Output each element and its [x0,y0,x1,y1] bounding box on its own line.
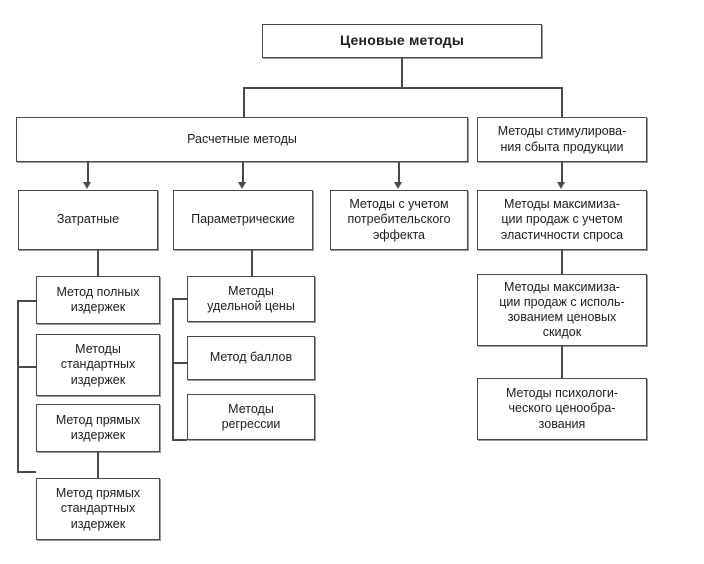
edge-cost-bracket-to-standard-costs [17,366,36,368]
edge-promo-to-max-elasticity [561,162,563,183]
node-promo-methods: Методы стимулирова- ния сбыта продукции [477,117,647,162]
edge-max-discounts-to-psychological [561,346,563,378]
node-psychological: Методы психологи- ческого ценообра- зова… [477,378,647,440]
node-regression: Методы регрессии [187,394,315,440]
node-standard-costs: Методы стандартных издержек [36,334,160,396]
edge-parametric-bracket-to-regression [172,439,187,441]
node-direct-costs: Метод прямых издержек [36,404,160,452]
edge-direct-to-direct-standard [97,452,99,478]
arrow-calc-to-cost [83,182,91,189]
edge-cost-bracket-to-full-costs [17,300,36,302]
edge-cost-stem [97,250,99,276]
edge-cost-bracket-to-direct-costs [17,471,36,473]
node-calc-methods: Расчетные методы [16,117,468,162]
node-root: Ценовые методы [262,24,542,58]
node-unit-price: Методы удельной цены [187,276,315,322]
edge-parametric-bracket-spine [172,298,174,440]
arrow-calc-to-parametric [238,182,246,189]
node-direct-standard-costs: Метод прямых стандартных издержек [36,478,160,540]
edge-parametric-bracket-to-scores [172,362,187,364]
node-cost: Затратные [18,190,158,250]
node-scores: Метод баллов [187,336,315,380]
edge-calc-to-cost [87,162,89,183]
edge-to-promo-methods [561,87,563,117]
node-max-discounts: Методы максимиза- ции продаж с исполь- з… [477,274,647,346]
edge-calc-to-parametric [242,162,244,183]
node-consumer-effect: Методы с учетом потребительского эффекта [330,190,468,250]
edge-parametric-stem [251,250,253,276]
node-full-costs: Метод полных издержек [36,276,160,324]
node-parametric: Параметрические [173,190,313,250]
edge-cost-bracket-spine [17,300,19,472]
edge-to-calc-methods [243,87,245,117]
edge-parametric-bracket-to-unit-price [172,298,187,300]
edge-level1-bus [243,87,563,89]
arrow-calc-to-consumer-effect [394,182,402,189]
edge-max-elasticity-to-max-discounts [561,250,563,274]
edge-root-stem [401,58,403,88]
edge-calc-to-consumer-effect [398,162,400,183]
node-max-elasticity: Методы максимиза- ции продаж с учетом эл… [477,190,647,250]
arrow-promo-to-max-elasticity [557,182,565,189]
